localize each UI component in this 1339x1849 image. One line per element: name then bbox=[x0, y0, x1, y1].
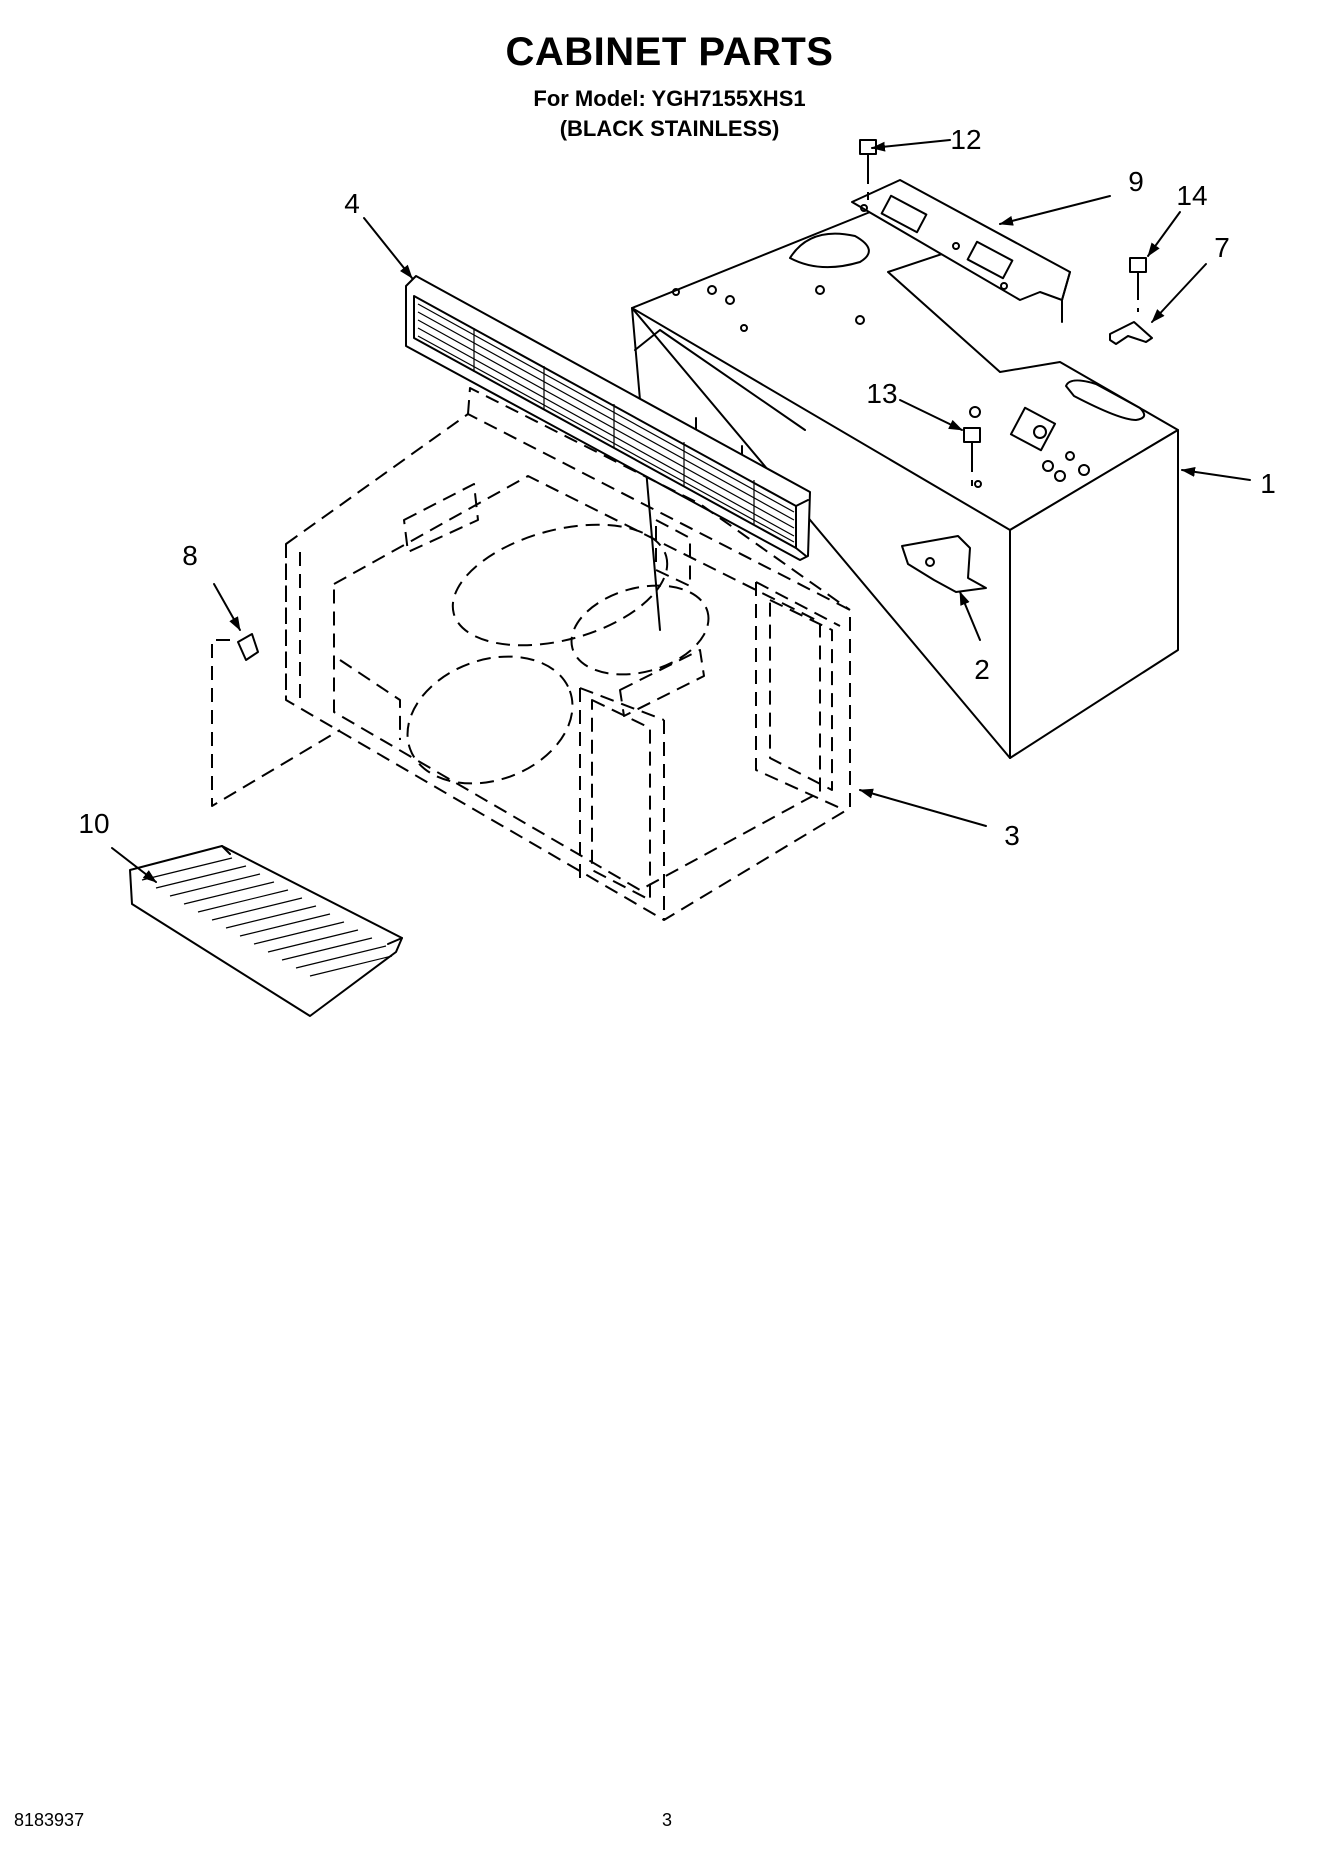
part-2-bracket bbox=[901, 535, 987, 593]
callout-leaders bbox=[111, 139, 1251, 883]
part-8-latch bbox=[211, 633, 341, 807]
callout-10: 10 bbox=[78, 808, 110, 839]
callout-4: 4 bbox=[344, 188, 360, 219]
part-14-screw bbox=[1129, 257, 1147, 312]
callout-12: 12 bbox=[950, 124, 982, 155]
callout-13: 13 bbox=[866, 378, 898, 409]
model-line: For Model: YGH7155XHS1 bbox=[533, 86, 806, 111]
page-number: 3 bbox=[662, 1810, 673, 1830]
part-10-tray bbox=[129, 845, 403, 1017]
callout-8: 8 bbox=[182, 540, 198, 571]
callout-3: 3 bbox=[1004, 820, 1020, 851]
callout-1: 1 bbox=[1260, 468, 1276, 499]
part-7-clip bbox=[1109, 321, 1153, 345]
callout-9: 9 bbox=[1128, 166, 1144, 197]
part-4-vent-grille bbox=[405, 275, 811, 561]
part-3-oven-cavity bbox=[285, 387, 851, 921]
part-13-screw bbox=[963, 427, 981, 486]
finish-line: (BLACK STAINLESS) bbox=[559, 116, 780, 141]
callout-14: 14 bbox=[1176, 180, 1208, 211]
page-title: CABINET PARTS bbox=[505, 30, 834, 74]
callout-2: 2 bbox=[974, 654, 990, 685]
callout-7: 7 bbox=[1214, 232, 1230, 263]
part-9-top-bracket bbox=[851, 179, 1071, 323]
document-number: 8183937 bbox=[14, 1810, 85, 1830]
